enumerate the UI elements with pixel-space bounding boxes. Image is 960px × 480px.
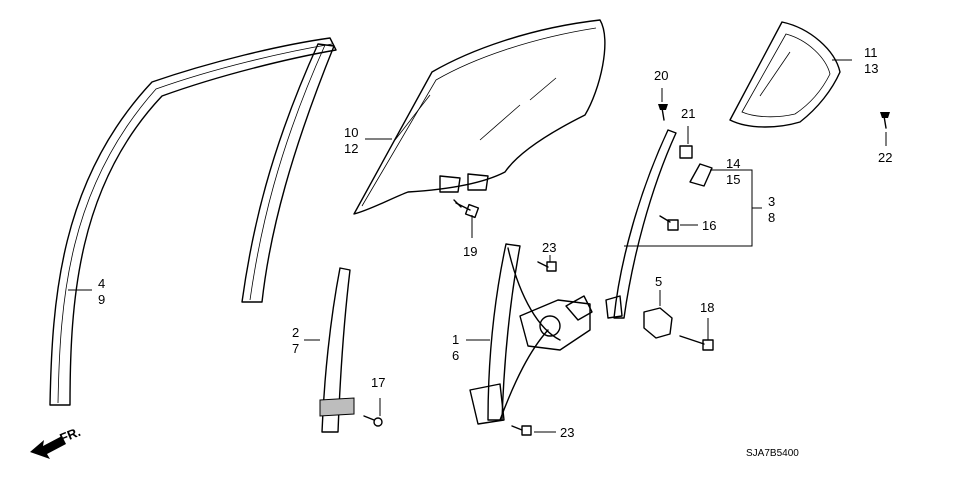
part-weatherstrip-outer bbox=[49, 37, 337, 406]
direction-label: FR. bbox=[58, 424, 83, 446]
label-part-11: 11 bbox=[864, 45, 878, 60]
label-part-7: 7 bbox=[292, 341, 299, 356]
callout-labels: 4 9 10 12 11 13 2 7 1 6 19 23 23 17 20 2… bbox=[98, 45, 892, 440]
label-part-2: 2 bbox=[292, 325, 299, 340]
part-screw-22 bbox=[880, 112, 890, 129]
part-bolt-23-lower bbox=[511, 425, 532, 436]
label-part-6: 6 bbox=[452, 348, 459, 363]
label-part-5: 5 bbox=[655, 274, 662, 289]
diagram-code: SJA7B5400 bbox=[746, 448, 799, 459]
label-part-18: 18 bbox=[700, 300, 714, 315]
label-part-9: 9 bbox=[98, 292, 105, 307]
label-part-20: 20 bbox=[654, 68, 668, 83]
part-bolt-19 bbox=[453, 199, 480, 219]
label-part-23-lower: 23 bbox=[560, 425, 574, 440]
front-direction-arrow-icon bbox=[30, 436, 66, 459]
label-part-15: 15 bbox=[726, 172, 740, 187]
label-part-17: 17 bbox=[371, 375, 385, 390]
part-stopper-5 bbox=[643, 307, 673, 339]
leader-lines bbox=[68, 59, 887, 433]
label-part-22: 22 bbox=[878, 150, 892, 165]
label-part-3: 3 bbox=[768, 194, 775, 209]
label-part-12: 12 bbox=[344, 141, 358, 156]
part-quarter-glass bbox=[729, 21, 841, 128]
part-bolt-16 bbox=[659, 215, 679, 231]
part-window-regulator bbox=[469, 243, 593, 425]
label-part-14: 14 bbox=[726, 156, 740, 171]
part-rear-channel bbox=[319, 267, 355, 433]
part-bolt-17 bbox=[363, 415, 383, 427]
label-part-16: 16 bbox=[702, 218, 716, 233]
part-run-channel bbox=[605, 129, 677, 319]
part-bracket-14 bbox=[689, 163, 713, 187]
front-direction-indicator: FR. bbox=[30, 424, 83, 459]
part-door-glass bbox=[353, 19, 606, 215]
label-part-13: 13 bbox=[864, 61, 878, 76]
part-nut-21 bbox=[679, 145, 693, 159]
label-part-21: 21 bbox=[681, 106, 695, 121]
label-part-10: 10 bbox=[344, 125, 358, 140]
label-part-4: 4 bbox=[98, 276, 105, 291]
label-part-8: 8 bbox=[768, 210, 775, 225]
label-part-19: 19 bbox=[463, 244, 477, 259]
label-part-23-upper: 23 bbox=[542, 240, 556, 255]
label-part-1: 1 bbox=[452, 332, 459, 347]
part-bolt-23-upper bbox=[537, 261, 557, 272]
part-screw-20 bbox=[658, 104, 668, 121]
